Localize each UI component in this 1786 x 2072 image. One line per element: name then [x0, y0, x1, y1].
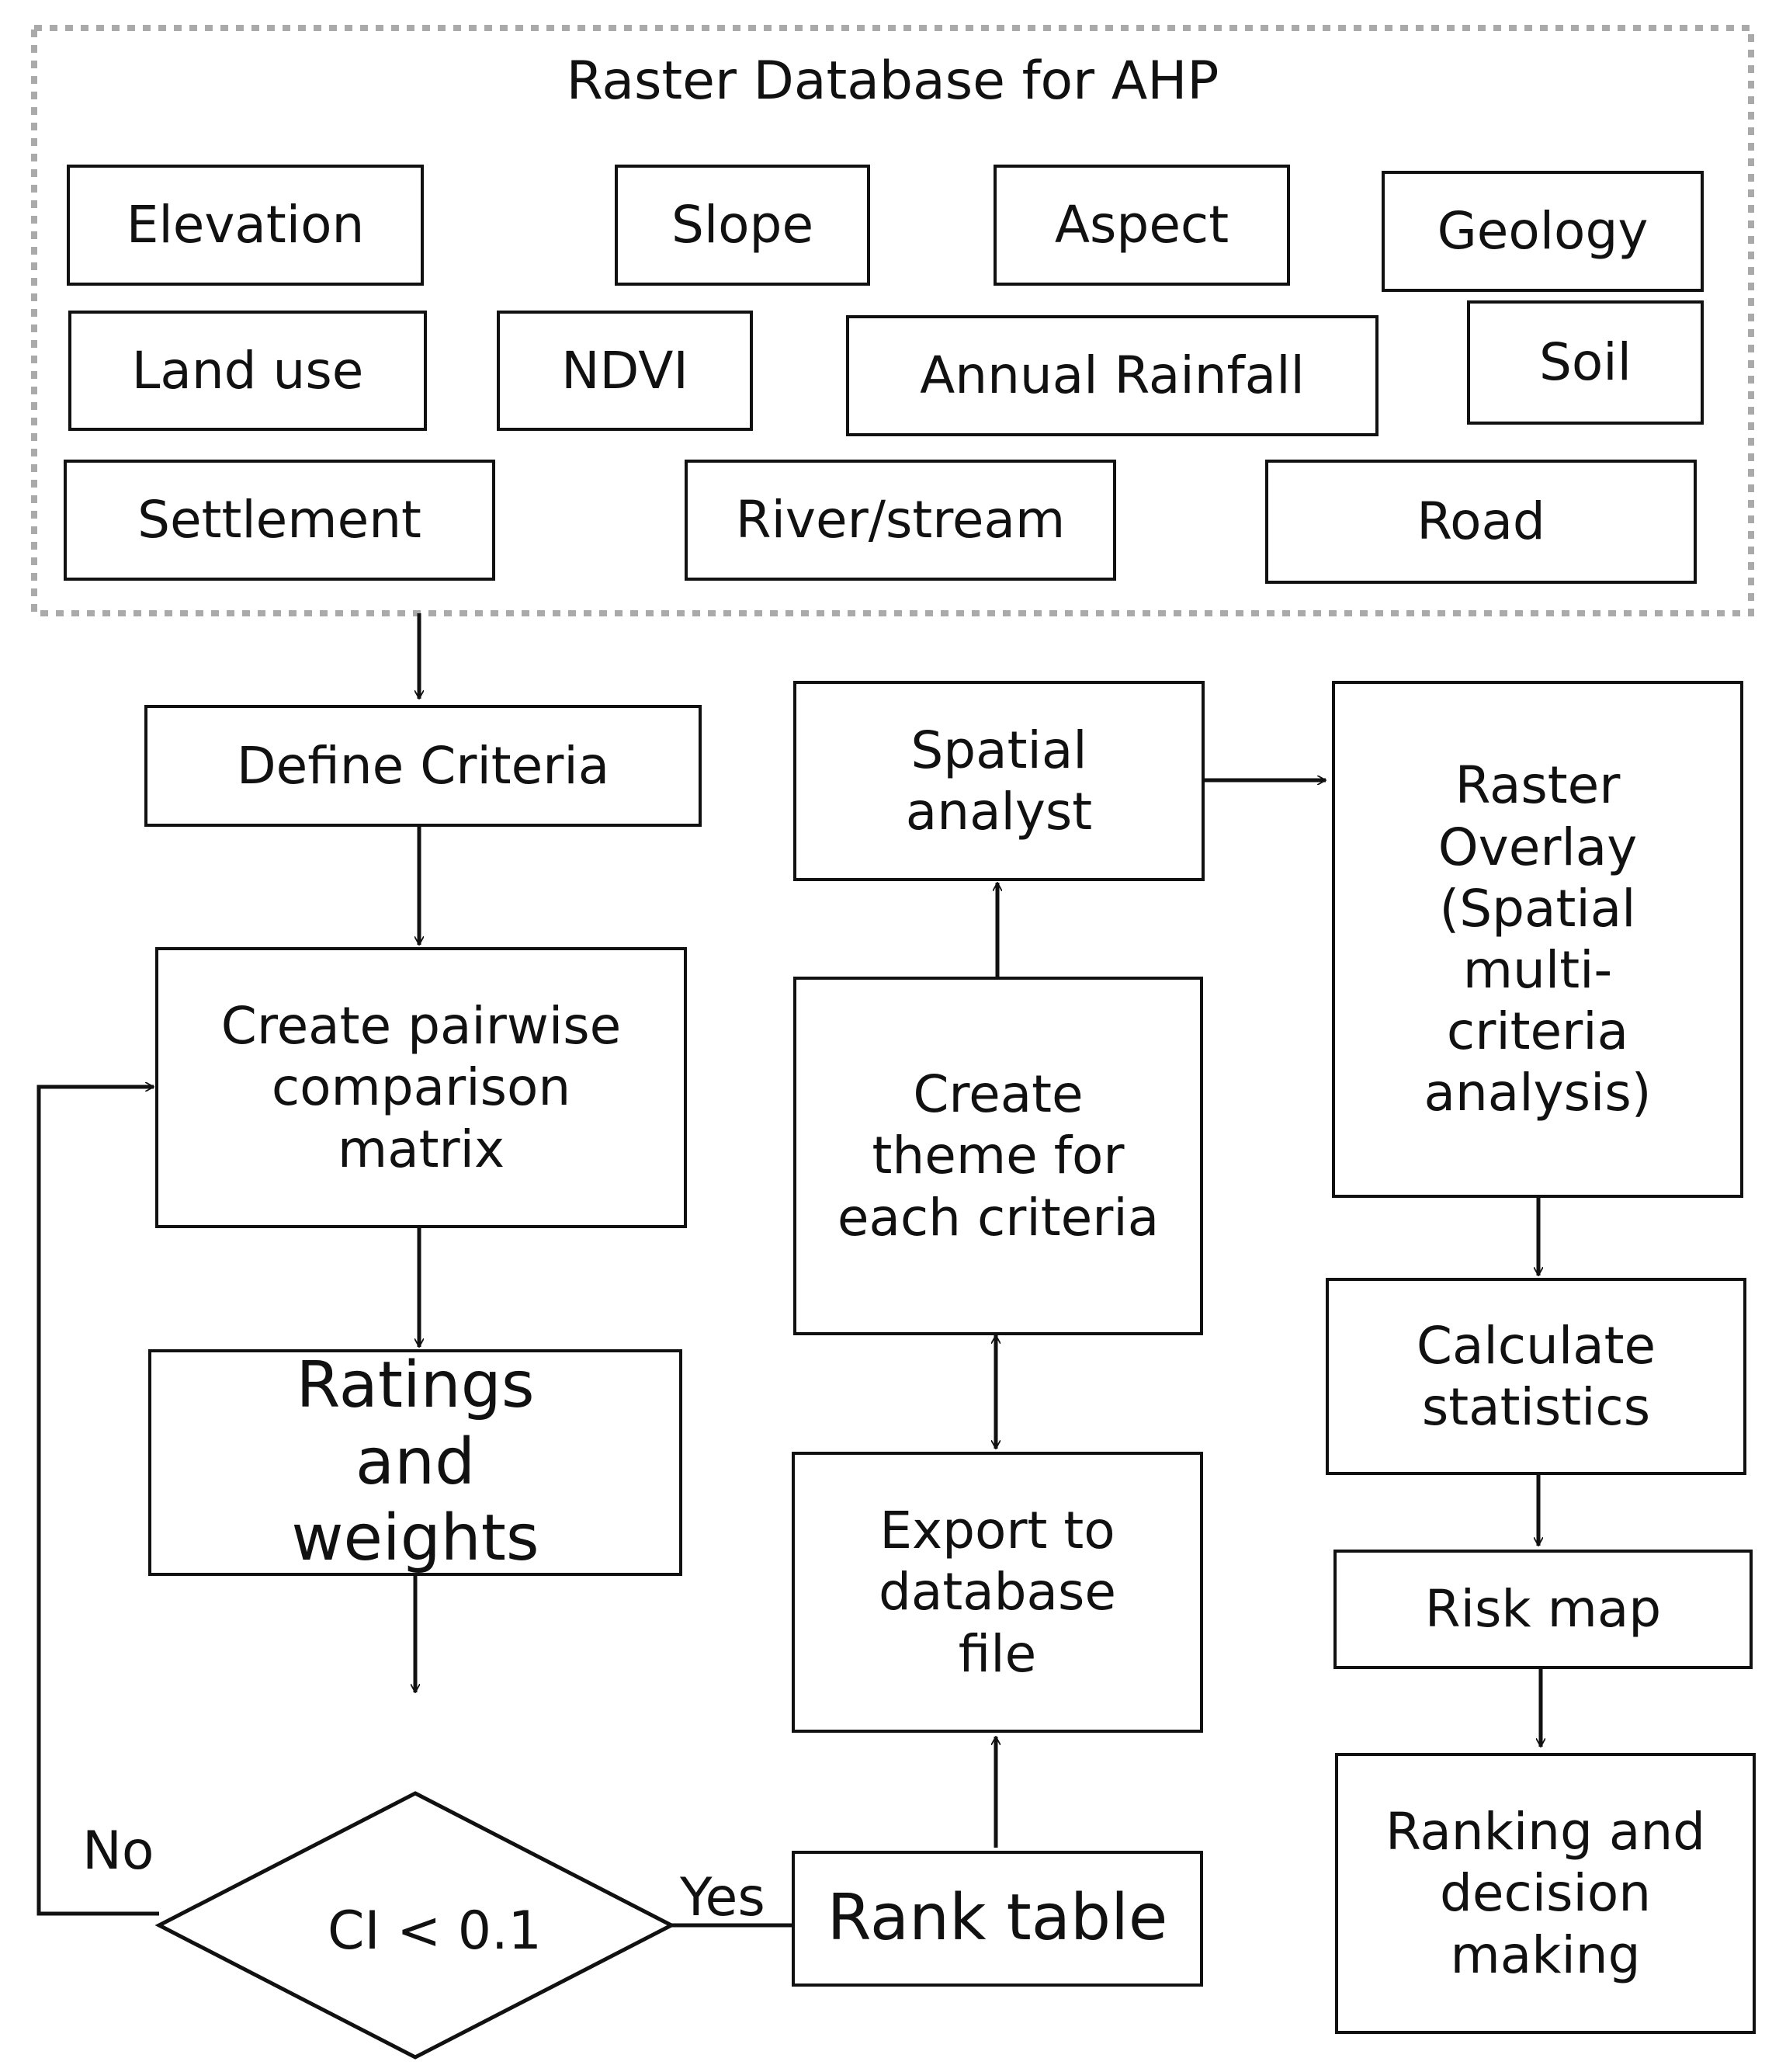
- layer-land-use: Land use: [68, 311, 427, 431]
- step-risk-map: Risk map: [1333, 1550, 1753, 1669]
- step-pairwise-matrix: Create pairwise comparison matrix: [155, 947, 687, 1228]
- layer-settlement: Settlement: [64, 460, 495, 581]
- layer-soil: Soil: [1467, 300, 1704, 425]
- step-export-database: Export to database file: [792, 1452, 1203, 1733]
- step-calculate-statistics: Calculate statistics: [1326, 1278, 1746, 1475]
- layer-road: Road: [1265, 460, 1697, 584]
- database-frame: [31, 25, 1754, 616]
- layer-geology: Geology: [1382, 171, 1704, 292]
- decision-diamond: [154, 1791, 676, 2060]
- layer-elevation: Elevation: [67, 165, 424, 286]
- step-define-criteria: Define Criteria: [144, 705, 702, 827]
- decision-text: CI < 0.1: [328, 1900, 542, 1962]
- yes-label: Yes: [680, 1867, 765, 1928]
- no-label: No: [82, 1820, 154, 1882]
- layer-slope: Slope: [615, 165, 870, 286]
- database-title: Raster Database for AHP: [566, 50, 1219, 112]
- step-ranking-decision: Ranking and decision making: [1335, 1753, 1756, 2034]
- layer-river-stream: River/stream: [685, 460, 1116, 581]
- layer-ndvi: NDVI: [497, 311, 753, 431]
- step-create-theme: Create theme for each criteria: [793, 977, 1203, 1335]
- step-rank-table: Rank table: [792, 1851, 1203, 1987]
- step-spatial-analyst: Spatial analyst: [793, 681, 1205, 881]
- layer-annual-rainfall: Annual Rainfall: [846, 315, 1379, 436]
- layer-aspect: Aspect: [994, 165, 1290, 286]
- step-ratings-weights: Ratings and weights: [148, 1348, 682, 1576]
- step-raster-overlay: Raster Overlay (Spatial multi-criteria a…: [1332, 681, 1743, 1198]
- arrow-no-loop: [36, 1087, 159, 1916]
